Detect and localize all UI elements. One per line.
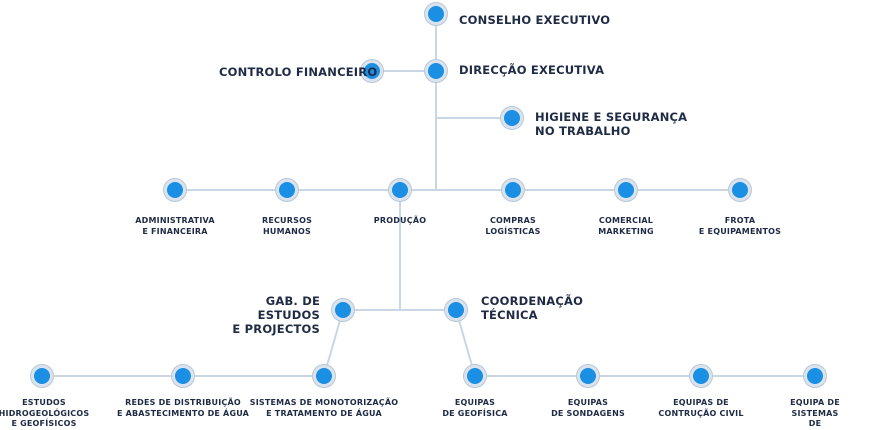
label-higiene-seguranca: HIGIENE E SEGURANÇA NO TRABALHO — [535, 110, 688, 138]
label-conselho-executivo: CONSELHO EXECUTIVO — [459, 13, 611, 27]
node-conselho-executivo — [425, 3, 447, 25]
label-dept-recursos-humanos: RECURSOS HUMANOS — [261, 216, 313, 236]
node-equipa-sistemas-tratamento — [804, 365, 826, 387]
label-controlo-financeiro: CONTROLO FINANCEIRO — [219, 65, 378, 79]
node-sistemas-monotorizacao — [313, 365, 335, 387]
label-gabinete-estudos: GAB. DE ESTUDOS E PROJECTOS — [232, 294, 320, 336]
node-redes-distribuicao — [172, 365, 194, 387]
label-dept-compras: COMPRAS LOGÍSTICAS — [485, 216, 541, 236]
label-dept-administrativa: ADMINISTRATIVA E FINANCEIRA — [135, 216, 215, 236]
label-dept-frota: FROTA E EQUIPAMENTOS — [698, 216, 782, 236]
node-controlo-financeiro — [361, 60, 383, 82]
node-dept-producao — [389, 179, 411, 201]
label-direccao-executiva: DIRECÇÃO EXECUTIVA — [459, 63, 605, 77]
node-gabinete-estudos — [332, 299, 354, 321]
node-equipas-construcao — [690, 365, 712, 387]
node-dept-recursos-humanos — [276, 179, 298, 201]
label-estudos-hidrogeologicos: ESTUDOS HIDROGEOLÓGICOS E GEOFÍSICOS — [0, 398, 90, 428]
node-direccao-executiva — [425, 60, 447, 82]
label-sistemas-monotorizacao: SISTEMAS DE MONOTORIZAÇÃO E TRATAMENTO D… — [249, 398, 399, 418]
label-equipas-geofisica: EQUIPAS DE GEOFÍSICA — [442, 398, 508, 418]
node-equipas-sondagens — [577, 365, 599, 387]
node-higiene-seguranca — [501, 107, 523, 129]
node-dept-compras — [502, 179, 524, 201]
node-estudos-hidrogeologicos — [31, 365, 53, 387]
label-dept-producao: PRODUÇÃO — [373, 216, 427, 225]
node-dept-frota — [729, 179, 751, 201]
node-dept-administrativa — [164, 179, 186, 201]
node-equipas-geofisica — [464, 365, 486, 387]
label-dept-comercial: COMERCIAL MARKETING — [598, 216, 654, 236]
label-equipa-sistemas-tratamento: EQUIPA DE SISTEMAS DE TRATAMENTO DE ÁGUA — [784, 398, 846, 430]
label-equipas-sondagens: EQUIPAS DE SONDAGENS — [551, 398, 625, 418]
label-equipas-construcao: EQUIPAS DE CONTRUÇÃO CIVIL — [658, 398, 744, 418]
label-redes-distribuicao: REDES DE DISTRIBUIÇÃO E ABASTECIMENTO DE… — [116, 398, 250, 418]
node-coordenacao-tecnica — [445, 299, 467, 321]
label-coordenacao-tecnica: COORDENAÇÃO TÉCNICA — [481, 294, 584, 322]
node-dept-comercial — [615, 179, 637, 201]
